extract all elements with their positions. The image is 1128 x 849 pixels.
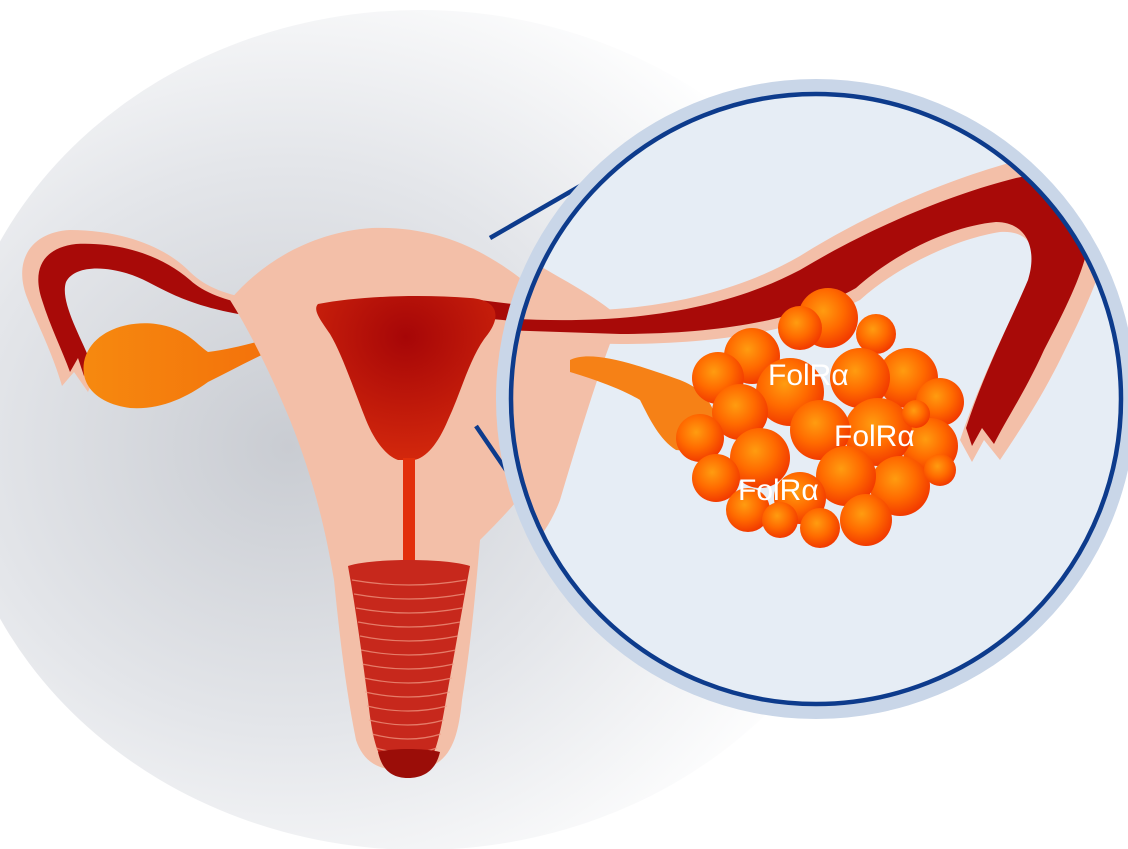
folr-alpha-label-3: FolRα (738, 474, 819, 507)
folr-alpha-label-1: FolRα (768, 359, 849, 392)
cervical-canal (403, 458, 415, 562)
magnifier-lens: FolRα FolRα FolRα (496, 79, 1128, 719)
folr-alpha-label-2: FolRα (834, 420, 915, 453)
